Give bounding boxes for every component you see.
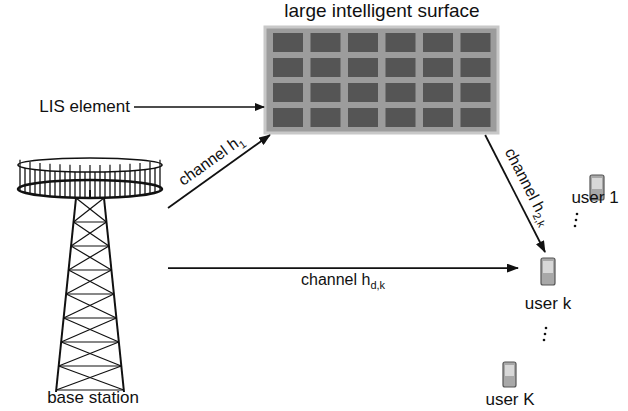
leader-arrow [134,106,264,108]
user-node: user k [518,252,578,314]
channel-arrow [168,267,518,269]
channel-label: channel h1 [173,130,249,193]
base-station-tower [18,158,162,392]
lis-elements [273,33,491,127]
node-label: user k [525,294,571,314]
channel-label: channel h2,k [498,144,556,232]
ellipsis-dots [543,213,579,342]
node-label: base station [47,388,139,408]
user-node: user K [480,358,540,410]
part-label: LIS element [39,97,130,117]
channel-label: channel hd,k [299,271,387,291]
station-node: base station [18,150,168,408]
node-label: user K [485,390,534,410]
surface-heading: large intelligent surface [284,0,479,22]
node-label: user 1 [571,188,618,208]
lis-panel [265,27,498,133]
user-node: user 1 [566,170,624,210]
surface-node: large intelligent surface [262,0,502,135]
